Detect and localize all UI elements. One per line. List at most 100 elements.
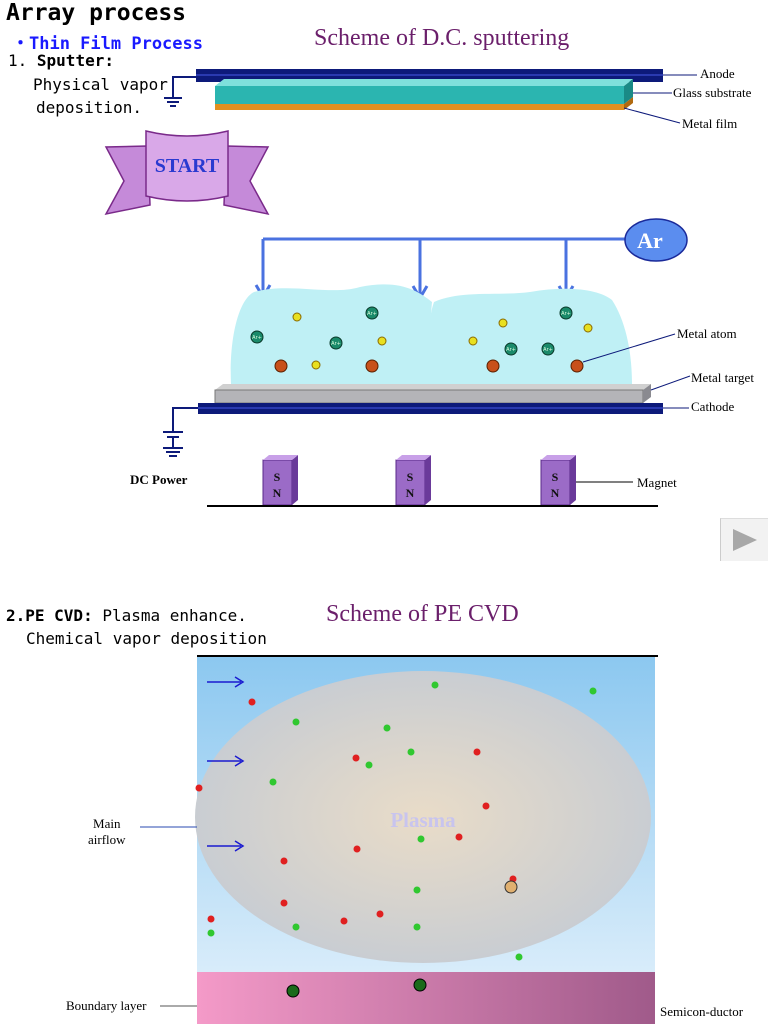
subtitle-text: Thin Film Process	[29, 34, 203, 54]
metal-atom	[274, 359, 288, 373]
electron	[583, 323, 593, 333]
red-particle	[376, 910, 384, 918]
glass-substrate-side	[624, 79, 633, 104]
metal-atom-particles	[274, 359, 584, 373]
svg-text:S: S	[274, 470, 281, 484]
green-particle	[365, 761, 373, 769]
section-subtitle: ・Thin Film Process	[12, 29, 203, 54]
red-particle	[455, 833, 463, 841]
label-metal-target: Metal target	[691, 370, 754, 385]
deposited-particle	[286, 984, 300, 998]
leader-metal-film	[623, 107, 681, 124]
label-main-airflow-line2: airflow	[88, 832, 126, 847]
ar-gas-feed: Ar	[254, 218, 688, 301]
electron	[468, 336, 478, 346]
banner-left-tail	[104, 145, 151, 216]
glass-substrate-front	[215, 86, 624, 104]
sputter-desc-line1: Physical vapor	[33, 75, 168, 94]
label-cathode: Cathode	[691, 399, 735, 414]
svg-text:S: S	[552, 470, 559, 484]
plasma-cloud-left	[230, 284, 432, 384]
airflow-arrows	[207, 676, 245, 852]
green-particle	[207, 929, 215, 937]
sputter-scheme-title: Scheme of D.C. sputtering	[314, 25, 570, 51]
green-particle	[292, 923, 300, 931]
label-anode: Anode	[700, 66, 735, 81]
pecvd-name: PE CVD:	[25, 606, 93, 625]
metal-film-layer	[215, 104, 624, 110]
ar-ion: Ar+	[250, 330, 264, 344]
sputter-name: Sputter:	[36, 51, 114, 70]
plasma-cloud-right	[427, 288, 632, 384]
airflow-arrow	[207, 676, 245, 688]
plasma-label: Plasma	[390, 808, 456, 832]
deposited-particle	[413, 978, 427, 992]
green-particle	[515, 953, 523, 961]
label-boundary-layer: Boundary layer	[66, 998, 147, 1013]
sputter-heading: 1. Sputter:	[8, 51, 114, 70]
start-label: START	[155, 155, 220, 177]
label-metal-atom: Metal atom	[677, 326, 737, 341]
svg-text:Ar+: Ar+	[561, 311, 571, 317]
ar-label: Ar	[637, 228, 663, 253]
magnet: S N	[540, 455, 576, 506]
electron	[292, 312, 302, 322]
electron	[377, 336, 387, 346]
boundary-layer-band	[197, 972, 655, 1024]
metal-atom	[570, 359, 584, 373]
red-particle	[482, 802, 490, 810]
label-semiconductor: Semicon-ductor	[660, 1004, 744, 1019]
red-particle	[280, 857, 288, 865]
pecvd-heading: 2.PE CVD: Plasma enhance.	[6, 606, 247, 625]
green-particle	[413, 923, 421, 931]
magnet: S N	[395, 455, 431, 506]
metal-film-side	[624, 97, 633, 110]
banner-right-tail	[223, 145, 270, 216]
green-particle	[417, 835, 425, 843]
cluster-particle	[504, 880, 518, 894]
start-banner[interactable]: START	[104, 130, 270, 216]
metal-target	[214, 389, 644, 404]
pecvd-diagram: Plasma	[140, 655, 658, 1024]
pecvd-scheme-title: Scheme of PE CVD	[326, 601, 519, 627]
red-particle	[280, 899, 288, 907]
metal-target-top	[215, 384, 651, 390]
svg-text:Ar+: Ar+	[543, 347, 553, 353]
metal-atom	[365, 359, 379, 373]
metal-target-side	[643, 384, 651, 403]
banner-center	[145, 130, 229, 202]
green-particles	[207, 681, 597, 961]
ar-gas-bubble	[624, 218, 688, 262]
anode-wire	[172, 76, 198, 98]
label-metal-film: Metal film	[682, 116, 738, 131]
play-triangle-icon	[733, 529, 757, 551]
svg-text:S: S	[407, 470, 414, 484]
sputter-number: 1.	[8, 51, 28, 70]
svg-text:Ar+: Ar+	[331, 341, 341, 347]
electron	[498, 318, 508, 328]
next-slide-button[interactable]	[720, 518, 768, 561]
electron	[311, 360, 321, 370]
label-dc-power: DC Power	[130, 472, 188, 487]
ar-ion: Ar+	[541, 342, 555, 356]
red-particle	[340, 917, 348, 925]
magnet: S N	[262, 455, 298, 506]
airflow-arrow	[207, 755, 245, 767]
green-particle	[292, 718, 300, 726]
sputter-desc-line2: deposition.	[36, 98, 142, 117]
glass-substrate-top	[215, 79, 633, 86]
red-particle	[207, 915, 215, 923]
subtitle-bullet: ・	[12, 34, 29, 54]
anode-assembly	[164, 69, 697, 124]
svg-text:N: N	[406, 486, 415, 500]
red-particle	[353, 845, 361, 853]
green-particle	[589, 687, 597, 695]
red-particle	[473, 748, 481, 756]
magnets: S N S N S N	[262, 455, 576, 506]
green-particle	[431, 681, 439, 689]
page-title: Array process	[6, 0, 187, 26]
label-magnet: Magnet	[637, 475, 677, 490]
red-particle	[195, 784, 203, 792]
dc-wire	[172, 407, 198, 432]
ar-ion-particles: Ar+ Ar+ Ar+ Ar+ Ar+ Ar+	[250, 306, 573, 356]
